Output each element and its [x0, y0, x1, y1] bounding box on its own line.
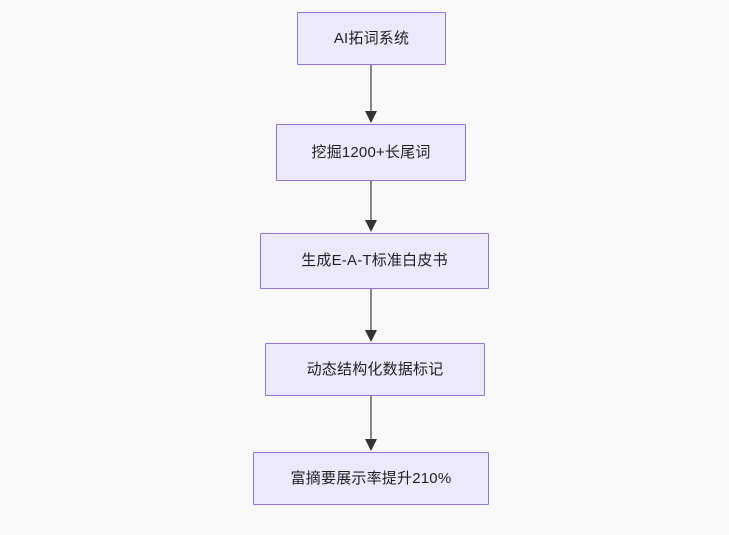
- connector-n2-n3: [359, 181, 383, 233]
- flow-node-ai-keyword-system[interactable]: AI拓词系统: [297, 12, 446, 65]
- flow-node-label: 挖掘1200+长尾词: [311, 143, 431, 161]
- flow-node-label: 动态结构化数据标记: [306, 360, 444, 378]
- connector-n3-n4: [359, 289, 383, 343]
- connector-n1-n2: [359, 65, 383, 124]
- arrow-icon: [365, 396, 377, 451]
- arrow-icon: [365, 65, 377, 123]
- flow-node-label: 富摘要展示率提升210%: [290, 469, 452, 487]
- arrow-icon: [365, 289, 377, 342]
- flow-node-dynamic-structured-data-markup[interactable]: 动态结构化数据标记: [265, 343, 485, 396]
- flow-node-generate-eat-whitepaper[interactable]: 生成E-A-T标准白皮书: [260, 233, 489, 289]
- flow-node-label: 生成E-A-T标准白皮书: [301, 252, 448, 269]
- arrow-icon: [365, 181, 377, 232]
- flow-node-label: AI拓词系统: [333, 29, 410, 47]
- connector-n4-n5: [359, 396, 383, 452]
- flow-node-rich-snippet-impression-lift[interactable]: 富摘要展示率提升210%: [253, 452, 489, 505]
- flow-node-mine-longtail-keywords[interactable]: 挖掘1200+长尾词: [276, 124, 466, 181]
